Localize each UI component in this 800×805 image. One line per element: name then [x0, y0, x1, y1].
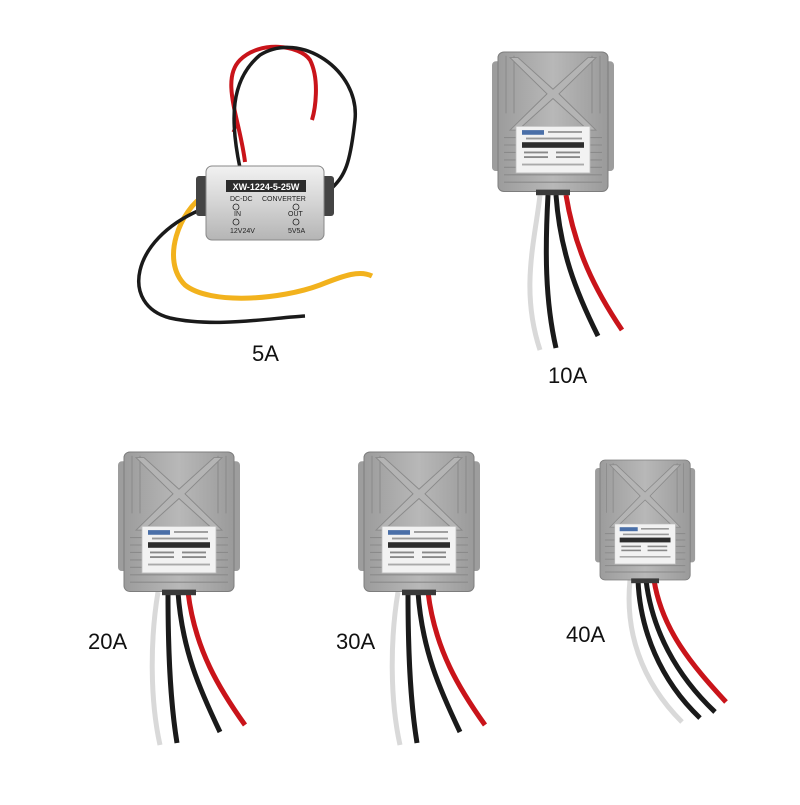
converter-5a-type-text: DC-DC: [230, 196, 253, 203]
minus-symbol-icon: [292, 203, 300, 211]
wire-white: [389, 591, 403, 746]
wire-red: [651, 579, 728, 704]
converter-5a-case: [205, 165, 325, 241]
plus-symbol-icon: [232, 218, 240, 226]
wire-red: [563, 194, 625, 332]
converter-10a: [491, 51, 625, 351]
wire-black: [405, 591, 420, 744]
wire-red: [185, 591, 248, 727]
converter-5a-input-text: 12V24V: [230, 228, 255, 235]
wire-black: [165, 591, 180, 744]
label-10a: 10A: [548, 363, 588, 388]
minus-symbol-icon: [232, 203, 240, 211]
wire-black: [643, 579, 717, 714]
converter-30a-case: [357, 451, 481, 596]
label-30a: 30A: [336, 629, 376, 654]
converter-5a: XW-1224-5-25W DC-DC CONVERTER IN OUT 12V…: [137, 44, 374, 325]
wire-black: [635, 579, 702, 720]
converter-5a-name-text: CONVERTER: [262, 196, 306, 203]
label-40a: 40A: [566, 622, 606, 647]
converter-5a-out-text: OUT: [288, 211, 304, 218]
converter-40a-case: [594, 459, 696, 584]
converter-5a-model-text: XW-1224-5-25W: [233, 182, 300, 192]
wire-white: [626, 579, 684, 724]
label-5a: 5A: [252, 341, 279, 366]
wire-black: [175, 591, 223, 734]
converter-20a-case: [117, 451, 241, 596]
wire-black: [553, 194, 601, 338]
wire-black-top: [232, 45, 357, 190]
label-20a: 20A: [88, 629, 128, 654]
wire-white: [527, 194, 543, 351]
wire-black: [415, 591, 463, 734]
converter-5a-in-text: IN: [234, 211, 241, 218]
converter-20a: [117, 451, 248, 746]
converter-5a-model-band: [226, 180, 306, 192]
wire-red: [425, 591, 488, 727]
wire-white: [149, 591, 163, 746]
converter-40a: [594, 459, 728, 724]
converter-10a-case: [491, 51, 615, 196]
wire-black-bottom: [137, 208, 306, 325]
wire-yellow: [171, 192, 374, 301]
converter-5a-output-text: 5V5A: [288, 228, 305, 235]
wire-black: [543, 194, 559, 349]
plus-symbol-icon: [292, 218, 300, 226]
converter-30a: [357, 451, 488, 746]
wire-red: [229, 44, 318, 163]
